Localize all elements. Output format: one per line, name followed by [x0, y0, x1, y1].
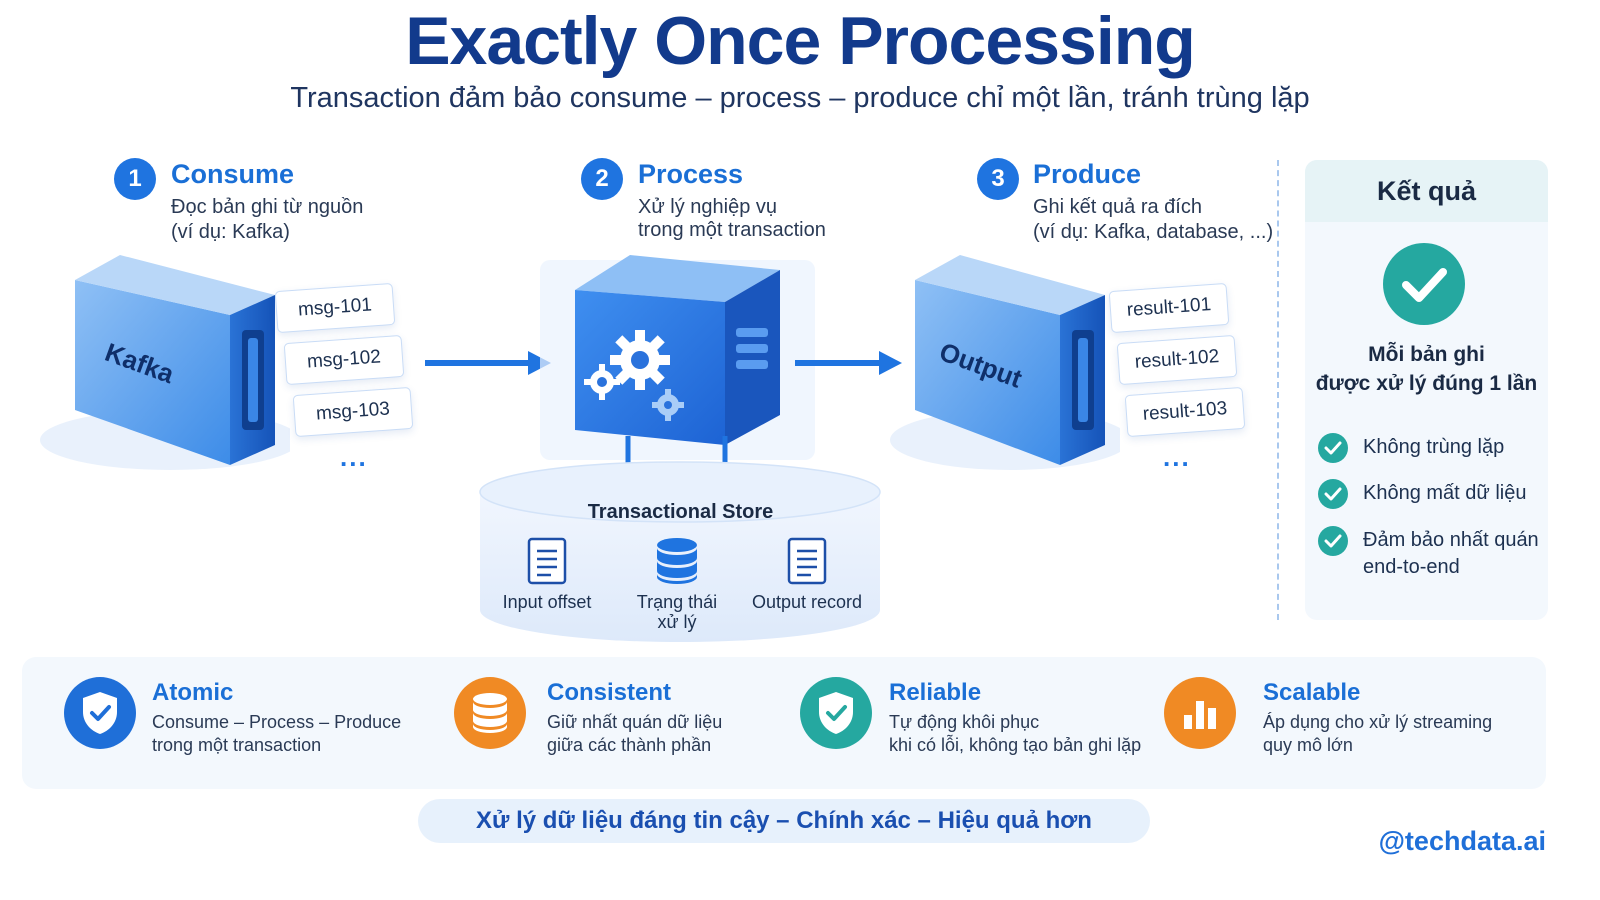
bar-chart-icon — [1164, 677, 1236, 749]
output-server-icon — [890, 255, 1120, 470]
feature-desc-line1: Consume – Process – Produce — [152, 712, 402, 732]
check-circle-icon — [1383, 243, 1465, 325]
store-item-label-line2: xử lý — [657, 612, 697, 632]
result-card: result-101 — [1108, 282, 1230, 334]
page-subtitle: Transaction đảm bảo consume – process – … — [290, 82, 1310, 114]
arrow-right-icon — [425, 351, 551, 375]
brand-handle: @techdata.ai — [1378, 826, 1546, 856]
store-item-label: Trạng thái — [636, 592, 718, 612]
feature-desc-line2: khi có lỗi, không tạo bản ghi lặp — [889, 735, 1142, 755]
result-title: Kết quả — [1305, 160, 1548, 222]
result-item: Đảm bảo nhất quán — [1363, 529, 1539, 551]
step-3-desc-line1: Ghi kết quả ra đích — [1033, 196, 1202, 218]
feature-title: Atomic — [152, 679, 234, 706]
result-main-line2: được xử lý đúng 1 lần — [1315, 372, 1538, 395]
store-title: Transactional Store — [587, 501, 774, 523]
more-messages-ellipsis: ... — [340, 442, 368, 472]
features-bar — [22, 657, 1546, 789]
step-3-desc-line2: (ví dụ: Kafka, database, ...) — [1033, 221, 1274, 243]
step-1-number: 1 — [114, 158, 156, 200]
result-card: result-102 — [1116, 334, 1238, 386]
check-icon — [1318, 433, 1348, 463]
feature-desc-line2: giữa các thành phần — [547, 735, 712, 755]
step-1-title: Consume — [171, 159, 295, 189]
feature-desc-line2: quy mô lớn — [1263, 735, 1353, 755]
feature-title: Consistent — [547, 679, 672, 706]
feature-desc-line1: Áp dụng cho xử lý streaming — [1263, 712, 1493, 732]
store-item-label: Output record — [751, 592, 863, 612]
more-results-ellipsis: ... — [1163, 442, 1191, 472]
result-item-line2: end-to-end — [1363, 556, 1460, 578]
page-title: Exactly Once Processing — [405, 3, 1196, 79]
document-icon — [527, 537, 567, 585]
shield-check-icon — [800, 677, 872, 749]
check-icon — [1318, 526, 1348, 556]
step-2-desc-line2: trong một transaction — [638, 219, 826, 241]
step-3-title: Produce — [1033, 159, 1142, 189]
result-item: Không trùng lặp — [1363, 436, 1505, 458]
feature-desc-line1: Tự động khôi phục — [889, 712, 1040, 732]
message-card: msg-101 — [274, 282, 396, 334]
feature-desc-line1: Giữ nhất quán dữ liệu — [547, 712, 723, 732]
shield-check-icon — [64, 677, 136, 749]
store-item-label: Input offset — [502, 592, 592, 612]
result-item: Không mất dữ liệu — [1363, 482, 1527, 504]
section-divider — [1277, 160, 1279, 620]
footer-tagline: Xử lý dữ liệu đáng tin cậy – Chính xác –… — [418, 799, 1150, 843]
result-main-line1: Mỗi bản ghi — [1368, 343, 1485, 366]
feature-title: Reliable — [889, 679, 982, 706]
processor-cube-icon — [540, 255, 815, 460]
step-2-desc-line1: Xử lý nghiệp vụ — [638, 196, 778, 218]
step-1-desc-line1: Đọc bản ghi từ nguồn — [171, 196, 364, 218]
feature-desc-line2: trong một transaction — [152, 735, 322, 755]
message-card: msg-102 — [283, 334, 405, 386]
arrow-right-icon — [795, 351, 902, 375]
step-2-number: 2 — [581, 158, 623, 200]
feature-title: Scalable — [1263, 679, 1361, 706]
transactional-store-cylinder — [479, 461, 881, 642]
step-2-title: Process — [638, 159, 744, 189]
kafka-server-icon — [40, 255, 290, 470]
document-icon — [787, 537, 827, 585]
step-1-desc-line2: (ví dụ: Kafka) — [171, 221, 290, 243]
database-icon — [657, 538, 697, 584]
step-3-number: 3 — [977, 158, 1019, 200]
message-card: msg-103 — [292, 386, 414, 438]
database-icon — [454, 677, 526, 749]
check-icon — [1318, 479, 1348, 509]
result-card: result-103 — [1124, 386, 1246, 438]
